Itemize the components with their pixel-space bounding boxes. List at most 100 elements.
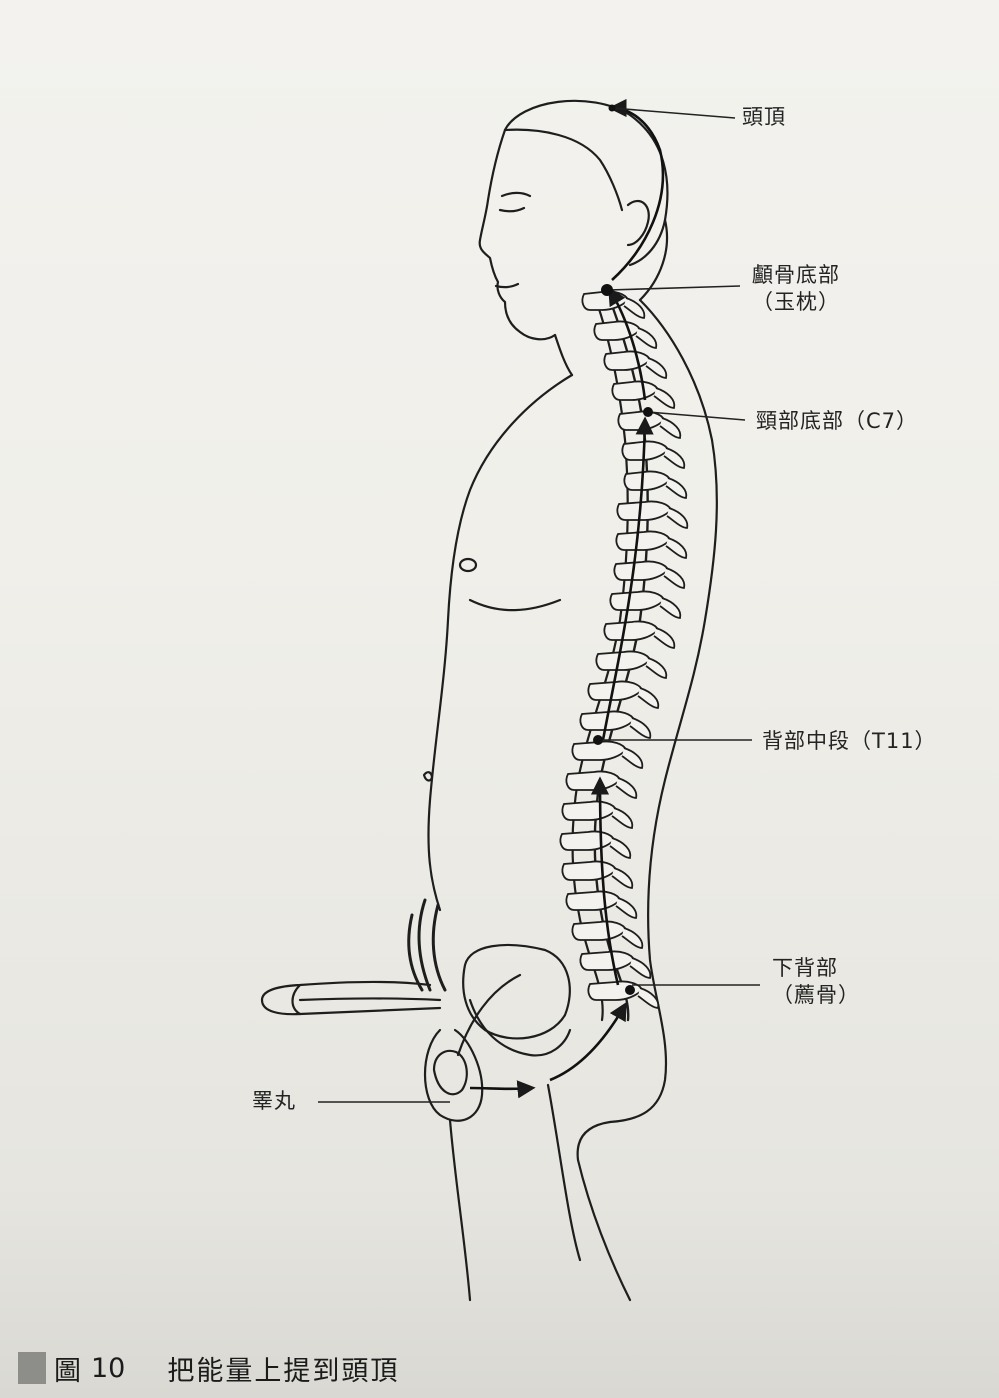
label-testicle-text: 睪丸 xyxy=(252,1089,296,1113)
vertebra-process xyxy=(645,357,668,379)
vertebra-process xyxy=(653,387,676,409)
vertebra xyxy=(595,650,652,671)
label-occiput-subtext: （玉枕） xyxy=(752,290,840,314)
caption-figure-label: 圖 xyxy=(54,1355,81,1387)
label-c7-text: 頸部底部（C7） xyxy=(756,409,919,433)
vertebra-process xyxy=(663,567,686,589)
vertebra xyxy=(593,320,642,341)
vertebra xyxy=(559,830,616,851)
label-t11: 背部中段（T11） xyxy=(762,728,937,755)
label-occiput: 顱骨底部 （玉枕） xyxy=(752,262,840,316)
vertebra xyxy=(571,920,628,941)
vertebra-process xyxy=(665,537,688,559)
vertebra-process xyxy=(653,627,676,649)
vertebra-process xyxy=(666,507,689,529)
inner-leg xyxy=(546,1083,582,1262)
vas-deferens xyxy=(456,973,522,1057)
navel xyxy=(422,771,434,782)
pubic-hair xyxy=(407,898,447,992)
mouth xyxy=(494,282,520,289)
vertebra xyxy=(565,890,622,911)
chest-outline xyxy=(427,373,574,912)
vertebra-process xyxy=(611,807,634,829)
label-testicle: 睪丸 xyxy=(252,1088,296,1115)
vertebra xyxy=(609,590,666,611)
vertebra-process xyxy=(629,957,652,979)
bladder xyxy=(462,943,571,1040)
label-c7: 頸部底部（C7） xyxy=(756,408,918,435)
front-leg xyxy=(448,1118,472,1302)
back-outline xyxy=(608,298,718,1124)
vertebra xyxy=(603,620,660,641)
vertebra xyxy=(587,680,644,701)
point-c7 xyxy=(643,407,653,417)
seminal-duct xyxy=(468,998,572,1057)
point-occiput xyxy=(601,284,613,296)
label-occiput-text: 顱骨底部 xyxy=(752,263,840,287)
label-sacrum: 下背部 （薦骨） xyxy=(772,955,860,1009)
vertebra-process xyxy=(615,897,638,919)
vertebra xyxy=(611,380,660,401)
point-crown xyxy=(608,104,616,112)
face-profile xyxy=(478,128,557,341)
buttock-leg xyxy=(576,1120,632,1302)
nipple xyxy=(458,557,478,573)
leader-crown xyxy=(611,107,736,119)
vertebra-process xyxy=(629,717,652,739)
vertebra xyxy=(613,560,670,581)
vertebra xyxy=(579,950,636,971)
arrow-sacrum-to-t11 xyxy=(590,776,620,986)
vertebra xyxy=(561,860,618,881)
vertebra xyxy=(571,740,628,761)
back-of-head xyxy=(638,218,669,302)
label-crown: 頭頂 xyxy=(742,104,786,131)
arrow-c7-to-occiput xyxy=(608,286,647,401)
hair-line xyxy=(503,128,624,212)
label-t11-text: 背部中段（T11） xyxy=(762,729,937,753)
urethra xyxy=(298,997,442,1002)
eye xyxy=(498,206,526,213)
leader-occiput xyxy=(607,285,741,291)
point-sacrum xyxy=(625,985,635,995)
vertebra-process xyxy=(635,327,658,349)
vertebra-process xyxy=(609,837,632,859)
vertebra-process xyxy=(645,657,668,679)
brow xyxy=(500,191,532,198)
vertebra-process xyxy=(637,687,660,709)
vertebra-process xyxy=(621,927,644,949)
vertebra xyxy=(603,350,652,371)
vertebra xyxy=(616,500,673,521)
vertebra-process xyxy=(659,417,682,439)
vertebra-process xyxy=(611,867,634,889)
genital-outline xyxy=(260,980,442,1016)
caption-marker xyxy=(18,1352,46,1384)
arrow-occiput-to-crown xyxy=(608,98,665,281)
vertebra xyxy=(617,410,666,431)
head-outline xyxy=(503,99,669,267)
arrow-testicle-to-perineum xyxy=(469,1080,536,1099)
point-t11 xyxy=(593,735,603,745)
ear xyxy=(626,199,650,247)
vertebra-process xyxy=(665,477,688,499)
vertebra-process xyxy=(623,297,646,319)
caption-title: 把能量上提到頭頂 xyxy=(167,1355,400,1387)
scrotum xyxy=(424,1028,484,1122)
vertebra-process xyxy=(621,747,644,769)
vertebra xyxy=(615,530,672,551)
caption-figure-number: 10 xyxy=(91,1352,126,1384)
neck-front xyxy=(553,333,574,377)
vertebra-process xyxy=(615,777,638,799)
label-crown-text: 頭頂 xyxy=(742,105,786,129)
label-sacrum-text: 下背部 xyxy=(772,956,838,980)
testicle-shape xyxy=(432,1049,468,1096)
glans xyxy=(291,983,302,1016)
arrow-t11-to-c7 xyxy=(601,416,654,741)
vertebra-process xyxy=(663,447,686,469)
vertebra-process xyxy=(659,597,682,619)
leader-c7 xyxy=(647,411,746,421)
label-sacrum-subtext: （薦骨） xyxy=(772,983,860,1007)
figure-caption: 圖 10 把能量上提到頭頂 xyxy=(18,1348,399,1388)
vertebra xyxy=(623,470,672,491)
